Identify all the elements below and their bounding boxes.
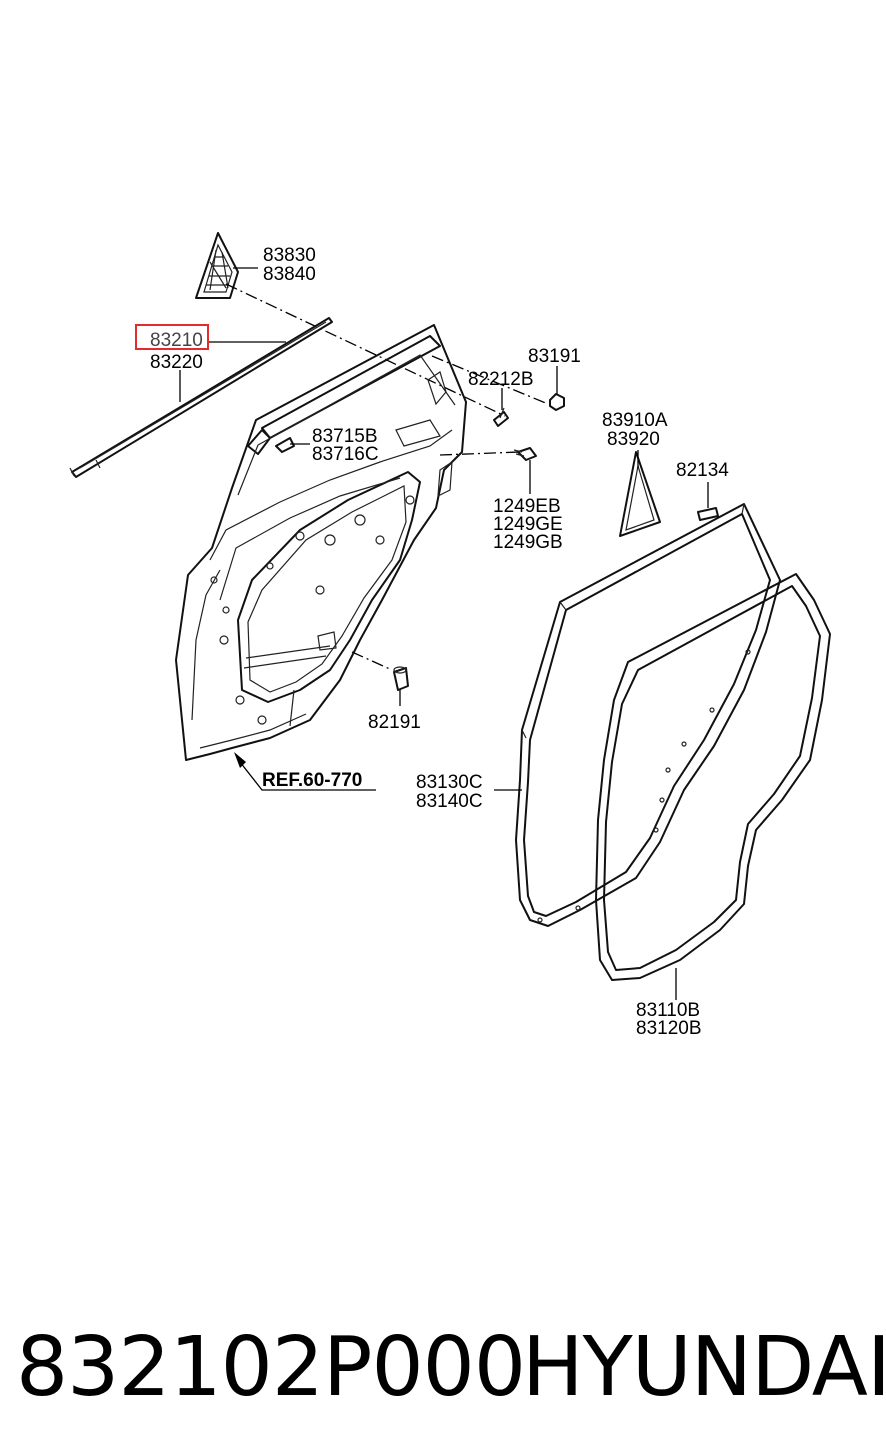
highlight-box	[135, 324, 209, 350]
alignment-line-1	[225, 283, 506, 417]
alignment-line-4	[351, 651, 393, 671]
rear-door-panel	[175, 324, 467, 761]
label-83191: 83191	[528, 346, 581, 367]
label-83130c: 83130C	[416, 772, 483, 793]
label-83910a: 83910A	[602, 410, 668, 431]
label-82191: 82191	[368, 712, 421, 733]
label-1249eb: 1249EB	[493, 496, 561, 517]
bolt-82212b-part	[493, 407, 509, 427]
label-83140c: 83140C	[416, 791, 483, 812]
label-1249ge: 1249GE	[493, 514, 563, 535]
label-83120b: 83120B	[636, 1018, 702, 1039]
nut-83191-part	[549, 393, 565, 411]
screw-1249eb-part	[513, 447, 537, 461]
label-83110b: 83110B	[636, 1000, 700, 1021]
weatherstrip-83130c-part	[515, 503, 781, 927]
label-1249gb: 1249GB	[493, 532, 563, 553]
footer-part-number: 832102P000	[16, 1320, 525, 1415]
delta-cover-part	[195, 232, 239, 299]
label-82134: 82134	[676, 460, 729, 481]
label-83220: 83220	[150, 352, 203, 373]
label-83715b: 83715B	[312, 426, 378, 447]
label-83716c: 83716C	[312, 444, 379, 465]
weatherstrip-83110b-part	[595, 573, 831, 981]
bumper-82191-part	[393, 666, 409, 691]
beltline-moulding-part	[69, 317, 333, 478]
label-82212b: 82212B	[468, 369, 534, 390]
label-83920: 83920	[607, 429, 660, 450]
label-83830: 83830	[263, 245, 316, 266]
clip-83715b-part	[275, 437, 295, 453]
label-83840: 83840	[263, 264, 316, 285]
label-ref: REF.60-770	[262, 770, 362, 791]
clip-82134-part	[697, 507, 719, 521]
quarter-glass-part	[619, 451, 661, 537]
ref-arrow	[234, 752, 376, 791]
alignment-line-2	[431, 355, 549, 405]
footer-brand: HYUNDAI	[522, 1320, 886, 1415]
label-83210: 83210	[150, 330, 203, 351]
alignment-line-3	[439, 451, 521, 456]
